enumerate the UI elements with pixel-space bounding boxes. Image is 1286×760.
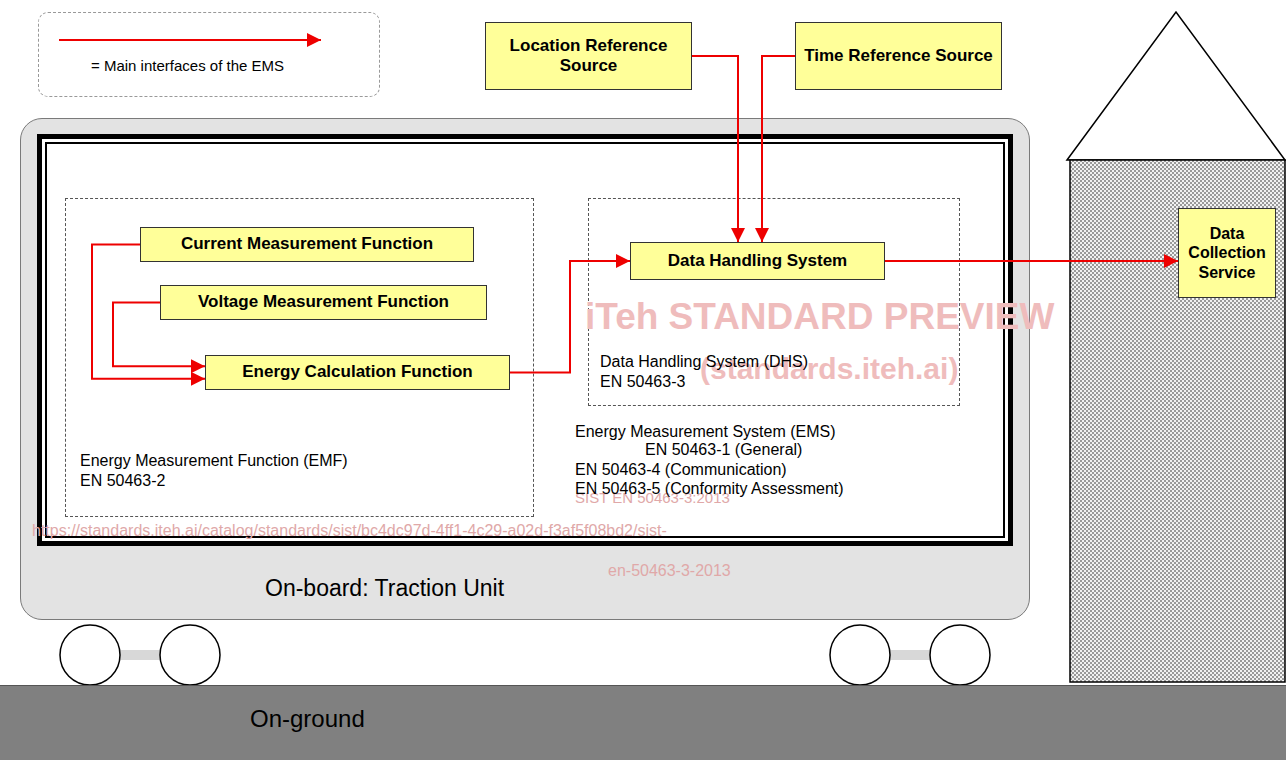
group-label: EN 50463-4 (Communication) <box>575 461 787 479</box>
box-label: Voltage Measurement Function <box>198 292 449 312</box>
interface-arrow <box>885 260 1178 262</box>
group-label: EN 50463-3 <box>600 373 685 391</box>
reference-source-box: Location Reference Source <box>485 22 692 90</box>
box-label: Energy Calculation Function <box>242 362 472 382</box>
group-label: On-board: Traction Unit <box>265 575 504 602</box>
watermark: https://standards.iteh.ai/catalog/standa… <box>32 522 667 540</box>
group-label: Energy Measurement Function (EMF) <box>80 452 348 470</box>
watermark: en-50463-3-2013 <box>608 562 731 580</box>
wheel <box>930 625 990 685</box>
ground-band: On-ground <box>0 685 1286 760</box>
process-box: Current Measurement Function <box>140 227 474 262</box>
box-label: Time Reference Source <box>804 46 993 66</box>
box-label: Location Reference Source <box>494 36 683 77</box>
process-box: Data Handling System <box>630 242 885 280</box>
reference-source-box: Time Reference Source <box>795 22 1002 90</box>
interface-arrow <box>92 245 205 379</box>
interface-arrow <box>762 56 795 242</box>
box-label: Data Handling System <box>668 251 848 271</box>
group-label: EN 50463-5 (Conformity Assessment) <box>575 480 844 498</box>
group-label: Data Handling System (DHS) <box>600 353 808 371</box>
legend-arrow <box>59 39 321 41</box>
legend-sample <box>39 13 381 98</box>
legend-box: = Main interfaces of the EMS <box>38 12 380 97</box>
group-label: On-ground <box>250 705 365 733</box>
legend-text: = Main interfaces of the EMS <box>91 57 284 74</box>
wheel <box>160 625 220 685</box>
system-boundary: Energy Measurement System (EMS)EN 50463-… <box>37 134 1013 546</box>
group-label: EN 50463-1 (General) <box>645 441 802 459</box>
wheel <box>60 625 120 685</box>
building-roof <box>1067 12 1285 160</box>
box-label: Current Measurement Function <box>181 234 433 254</box>
box-label: Data Collection Service <box>1187 224 1267 282</box>
group-label: EN 50463-2 <box>80 472 165 490</box>
wheel <box>830 625 890 685</box>
process-box: Voltage Measurement Function <box>160 285 487 320</box>
interface-arrow <box>510 261 630 373</box>
service-box: Data Collection Service <box>1178 208 1276 298</box>
function-group: Energy Measurement Function (EMF) EN 5046… <box>65 198 534 517</box>
building-body <box>1070 160 1285 682</box>
group-label: Energy Measurement System (EMS) <box>575 423 836 441</box>
interface-arrow <box>692 56 738 242</box>
watermark: iTeh STANDARD PREVIEW <box>585 296 1054 338</box>
interface-arrow <box>113 303 205 367</box>
process-box: Energy Calculation Function <box>205 355 510 390</box>
